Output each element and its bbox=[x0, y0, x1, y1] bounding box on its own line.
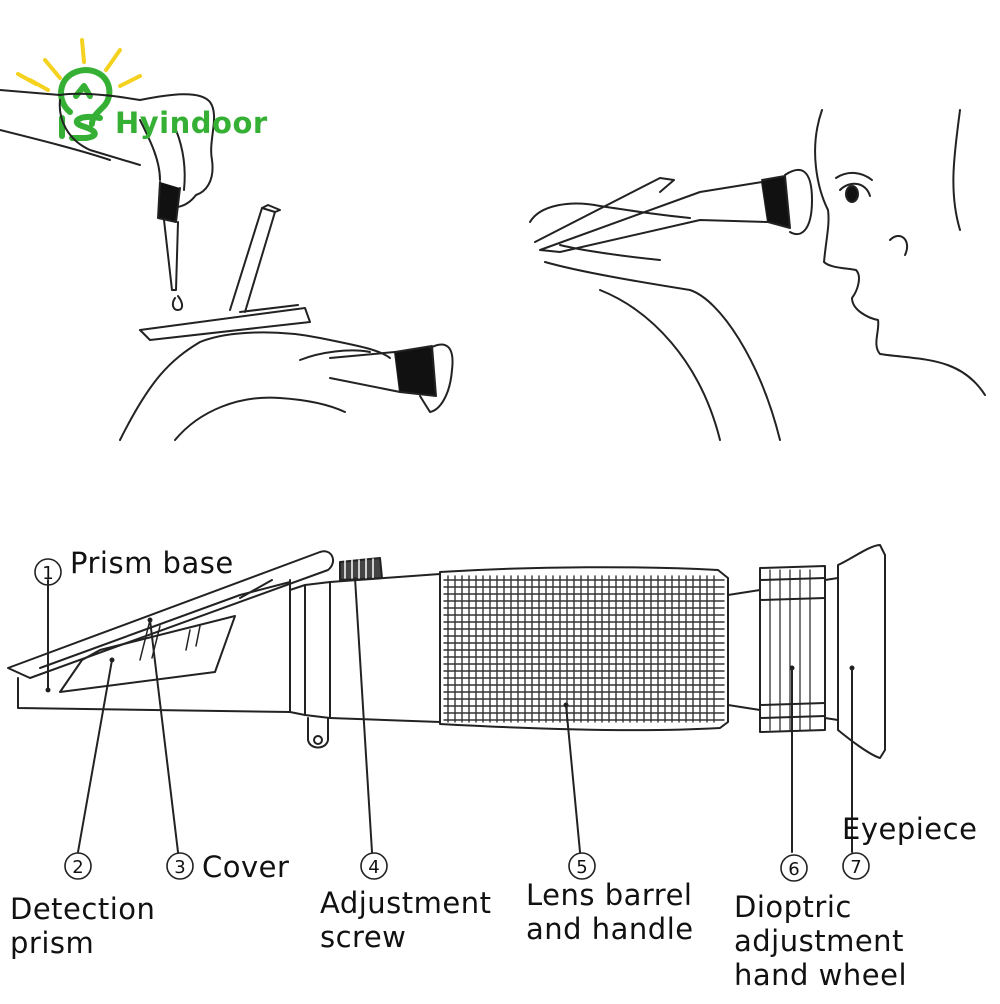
label-dioptric-line3: hand wheel bbox=[734, 958, 907, 992]
label-dioptric-line2: adjustment bbox=[734, 924, 904, 958]
number-4: 4 bbox=[368, 857, 379, 878]
refractometer-parts bbox=[7, 544, 886, 853]
label-lens-barrel: Lens barrel and handle bbox=[526, 878, 694, 946]
label-lens-barrel-line2: and handle bbox=[526, 912, 694, 946]
label-cover: Cover bbox=[202, 850, 290, 884]
label-dioptric-line1: Dioptric bbox=[734, 890, 852, 924]
part-numbers bbox=[34, 558, 870, 882]
label-adjustment-screw: Adjustment screw bbox=[320, 886, 492, 954]
number-2: 2 bbox=[72, 857, 83, 878]
viewing-illustration bbox=[529, 109, 986, 441]
label-detection-prism-line1: Detection bbox=[10, 892, 156, 926]
dropper-illustration bbox=[0, 89, 454, 441]
label-detection-prism: Detection prism bbox=[10, 892, 155, 960]
number-1: 1 bbox=[42, 563, 53, 584]
label-prism-base: Prism base bbox=[70, 546, 234, 580]
label-eyepiece: Eyepiece bbox=[842, 812, 978, 846]
knurl-grid bbox=[443, 575, 725, 723]
number-7: 7 bbox=[850, 857, 861, 878]
brand-logo bbox=[16, 38, 142, 141]
label-lens-barrel-line1: Lens barrel bbox=[526, 878, 693, 912]
label-detection-prism-line2: prism bbox=[10, 926, 95, 960]
label-adjustment-screw-line2: screw bbox=[320, 920, 407, 954]
brand-name: Hyindoor bbox=[115, 106, 268, 140]
label-adjustment-screw-line1: Adjustment bbox=[320, 886, 492, 920]
label-dioptric-wheel: Dioptric adjustment hand wheel bbox=[734, 890, 907, 992]
number-3: 3 bbox=[174, 857, 185, 878]
number-6: 6 bbox=[788, 859, 799, 880]
number-5: 5 bbox=[576, 857, 587, 878]
